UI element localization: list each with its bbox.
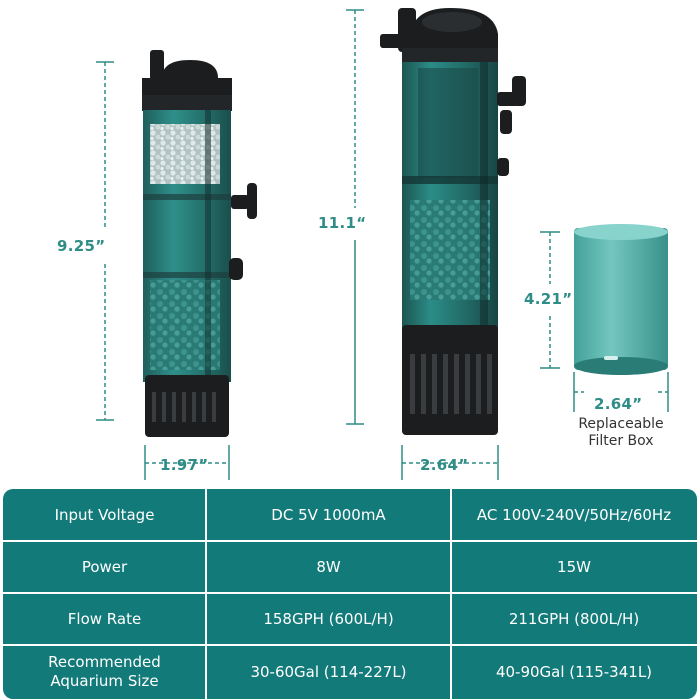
spec-small-input-voltage: DC 5V 1000mA	[271, 505, 386, 524]
filter-box-width-label: 2.64”	[594, 395, 643, 413]
large-filter-height-label: 11.1“	[318, 214, 367, 232]
specs-table: Input Voltage DC 5V 1000mA AC 100V-240V/…	[3, 489, 697, 699]
large-filter-illustration	[380, 8, 526, 435]
spec-small-aquarium-size: 30-60Gal (114-227L)	[250, 662, 407, 681]
table-row: Power 8W 15W	[3, 541, 697, 593]
filter-box-caption: Replaceable Filter Box	[566, 416, 676, 450]
large-filter-width-label: 2.64”	[420, 456, 469, 474]
spec-small-power: 8W	[316, 557, 341, 576]
product-illustration-area: 9.25” 1.97” 11.1“ 2.64” 4.21” 2.64” Repl…	[57, 8, 676, 480]
table-row: Recommended Aquarium Size 30-60Gal (114-…	[3, 645, 697, 699]
spec-label-aquarium-size: Recommended Aquarium Size	[3, 645, 206, 699]
spec-label-power: Power	[81, 557, 128, 576]
small-filter-width-label: 1.97”	[160, 456, 209, 474]
spec-label-flow-rate: Flow Rate	[67, 609, 142, 628]
spec-label-aquarium-size-line-1: Recommended	[48, 653, 161, 671]
table-row: Input Voltage DC 5V 1000mA AC 100V-240V/…	[3, 489, 697, 541]
filter-box-caption-line-1: Replaceable	[578, 416, 664, 432]
spec-large-input-voltage: AC 100V-240V/50Hz/60Hz	[476, 505, 672, 524]
spec-large-aquarium-size: 40-90Gal (115-341L)	[495, 662, 653, 681]
dimension-lines	[96, 9, 669, 480]
small-filter-height-label: 9.25”	[57, 237, 106, 255]
filter-box-illustration	[574, 224, 668, 375]
small-filter-illustration	[142, 50, 257, 437]
column-divider	[205, 489, 207, 699]
row-divider	[3, 540, 697, 542]
table-row: Flow Rate 158GPH (600L/H) 211GPH (800L/H…	[3, 593, 697, 645]
row-divider	[3, 592, 697, 594]
row-divider	[3, 644, 697, 646]
filter-box-caption-line-2: Filter Box	[588, 433, 654, 449]
spec-label-input-voltage: Input Voltage	[54, 505, 155, 524]
filter-box-height-label: 4.21”	[524, 290, 573, 308]
spec-small-flow-rate: 158GPH (600L/H)	[263, 609, 394, 628]
spec-large-flow-rate: 211GPH (800L/H)	[508, 609, 640, 628]
column-divider	[450, 489, 452, 699]
spec-large-power: 15W	[557, 557, 591, 576]
spec-label-aquarium-size-line-2: Aquarium Size	[50, 672, 159, 690]
product-drawing	[96, 8, 669, 480]
